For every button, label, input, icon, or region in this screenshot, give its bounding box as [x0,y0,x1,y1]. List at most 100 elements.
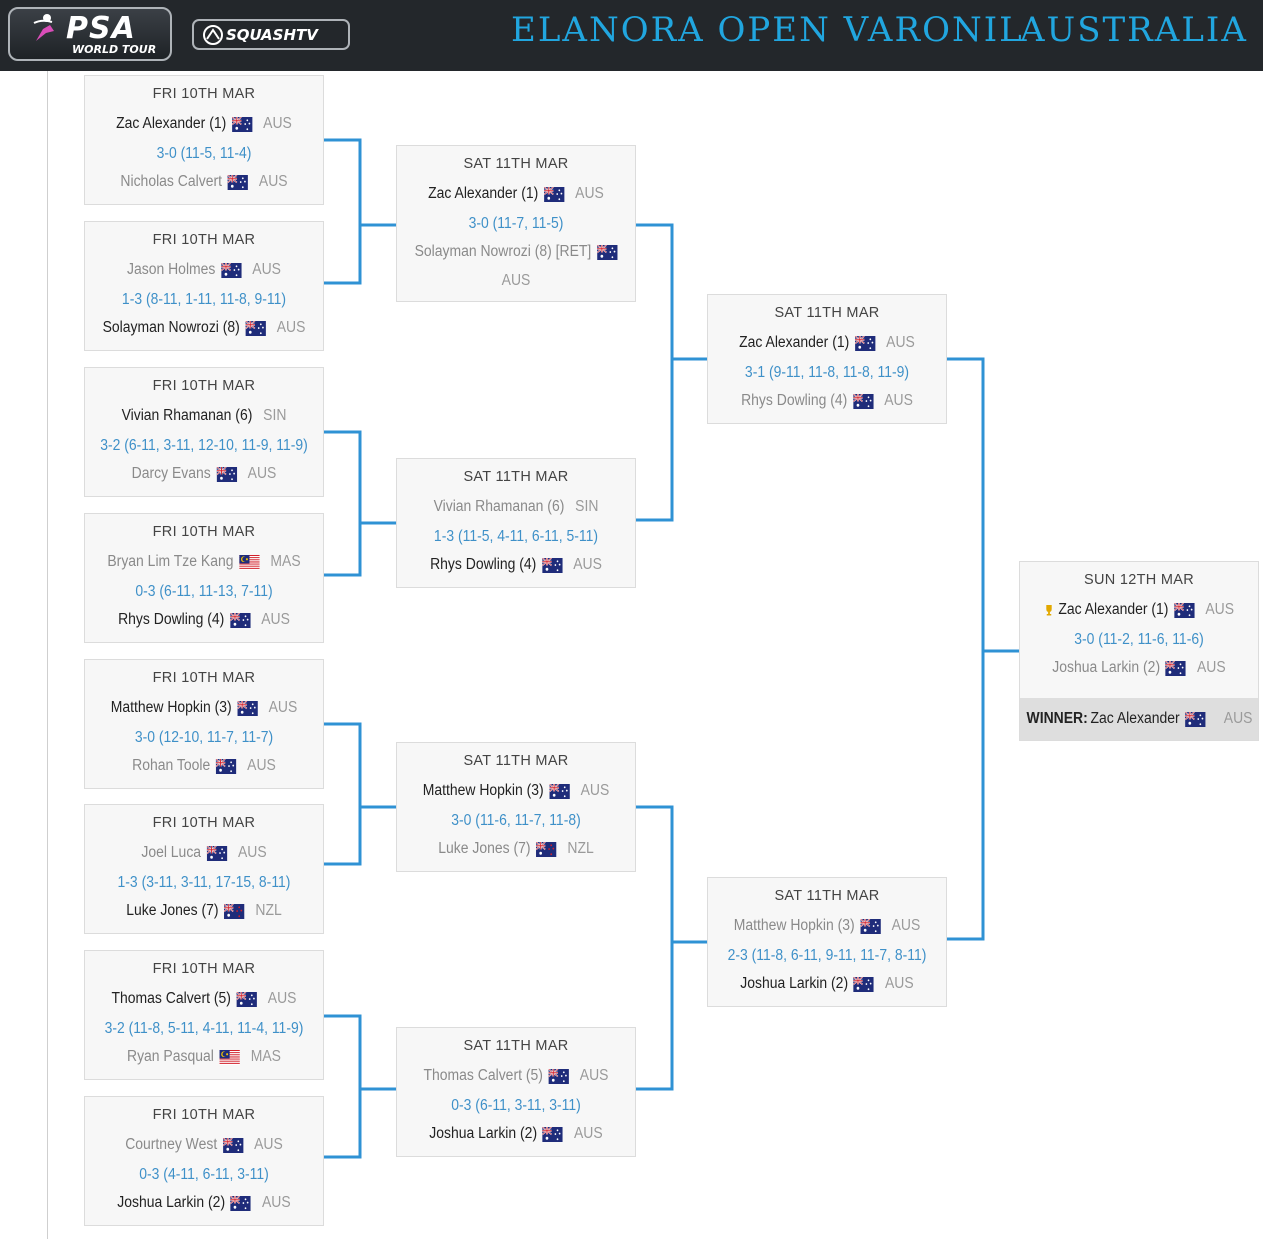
winner-label: WINNER: [1026,710,1088,727]
player-name[interactable]: Matthew Hopkin (3) [422,782,544,799]
player-name[interactable]: Zac Alexander (1) [428,185,539,202]
player-row-p1[interactable]: Matthew Hopkin (3)AUS [409,780,623,802]
player-row-p1[interactable]: Joel Luca AUS [97,842,311,864]
player-name[interactable]: Solayman Nowrozi (8) [102,319,240,336]
player-row-p2[interactable]: Joshua Larkin (2)AUS [97,1192,311,1214]
nzl-flag [535,841,557,857]
player-name[interactable]: Ryan Pasqual [126,1048,214,1065]
player-row-p2[interactable]: Solayman Nowrozi (8) [RET] [409,241,623,263]
player-name[interactable]: Thomas Calvert (5) [111,990,231,1007]
player-name[interactable]: Rhys Dowling (4) [430,556,537,573]
player-name[interactable]: Vivian Rhamanan (6) [121,407,253,424]
score-text: 3-2 (11-8, 5-11, 4-11, 11-4, 11-9) [104,1020,304,1037]
player-row-p2[interactable]: Rhys Dowling (4)AUS [409,554,623,576]
aus-flag [852,393,874,409]
player-row-p2[interactable]: Joshua Larkin (2) AUS [409,1123,623,1145]
match-score: 0-3 (6-11, 3-11, 3-11) [409,1095,623,1117]
score-text: 3-0 (11-6, 11-7, 11-8) [451,812,581,829]
player-name[interactable]: Matthew Hopkin (3) [110,699,232,716]
player-row-p2[interactable]: Rhys Dowling (4)AUS [720,390,934,412]
player-country: AUS [237,844,267,861]
player-name[interactable]: Zac Alexander (1) [739,334,850,351]
player-name[interactable]: Zac Alexander (1) [116,115,227,132]
player-row-p1[interactable]: Matthew Hopkin (3) AUS [97,697,311,719]
winner-name[interactable]: Zac Alexander [1089,710,1180,727]
player-country: AUS [573,1125,603,1142]
player-country: AUS [575,185,604,202]
player-row-p1[interactable]: Matthew Hopkin (3)AUS [720,915,934,937]
score-text: 0-3 (4-11, 6-11, 3-11) [139,1166,269,1183]
match-date: FRI 10TH MAR [152,670,256,686]
player-name[interactable]: Zac Alexander (1) [1058,601,1169,618]
player-row-p1[interactable]: Zac Alexander (1) AUS [97,113,311,135]
connector-sf [947,357,985,941]
player-row-p1[interactable]: Thomas Calvert (5)AUS [409,1065,623,1087]
player-name[interactable]: Joshua Larkin (2) [1052,659,1161,676]
player-name[interactable]: Matthew Hopkin (3) [733,917,855,934]
player-row-p1[interactable]: Zac Alexander (1) AUS [409,183,623,205]
aus-flag [229,612,251,628]
player-name[interactable]: Bryan Lim Tze Kang [107,553,234,570]
player-name[interactable]: Joshua Larkin (2) [429,1125,538,1142]
player-row-p2[interactable]: Luke Jones (7)NZL [97,900,311,922]
player-name[interactable]: Thomas Calvert (5) [423,1067,543,1084]
player-name[interactable]: Nicholas Calvert [120,173,222,190]
player-name[interactable]: Courtney West [125,1136,218,1153]
player-name[interactable]: Luke Jones (7) [438,840,531,857]
psa-world-tour-logo[interactable]: PSA WORLD TOUR [8,7,172,61]
player-row-p2[interactable]: Joshua Larkin (2)AUS [720,973,934,995]
player-row-p2[interactable]: Rhys Dowling (4)AUS [97,609,311,631]
player-name[interactable]: Jason Holmes [127,261,216,278]
player-row-p2[interactable]: Solayman Nowrozi (8)AUS [97,317,311,339]
player-row-p2[interactable]: Joshua Larkin (2)AUS [1032,657,1246,679]
player-name[interactable]: Rohan Toole [132,757,211,774]
connector-r1-2 [324,430,362,577]
aus-flag [853,976,874,992]
player-name[interactable]: Darcy Evans [131,465,211,482]
player-name[interactable]: Rhys Dowling (4) [118,611,225,628]
match-date: SUN 12TH MAR [1084,572,1194,588]
match-date: SAT 11TH MAR [463,156,569,172]
player-row-p1[interactable]: Zac Alexander (1)AUS [1032,599,1246,621]
player-row-p1[interactable]: Vivian Rhamanan (6)SIN [97,405,311,427]
player-row-p1[interactable]: Zac Alexander (1)AUS [720,332,934,354]
player-row-p1[interactable]: Thomas Calvert (5)AUS [97,988,311,1010]
player-name[interactable]: Joshua Larkin (2) [117,1194,226,1211]
player-name[interactable]: Solayman Nowrozi (8) [RET] [414,243,592,260]
player-row-p1[interactable]: Vivian Rhamanan (6) SIN [409,496,623,518]
player-country: AUS [263,115,292,132]
nzl-flag [223,903,245,919]
mas-flag [239,554,260,570]
player-country: AUS [268,699,298,716]
player-name[interactable]: Joshua Larkin (2) [740,975,849,992]
player-name[interactable]: Joel Luca [141,844,202,861]
player-name[interactable]: Luke Jones (7) [126,902,219,919]
player-row-p2[interactable]: Luke Jones (7)NZL [409,838,623,860]
player-name[interactable]: Rhys Dowling (4) [741,392,848,409]
player-country: SIN [575,498,599,515]
squashtv-logo[interactable]: SQUASHTV [192,19,350,50]
player-name[interactable]: Vivian Rhamanan (6) [433,498,565,515]
